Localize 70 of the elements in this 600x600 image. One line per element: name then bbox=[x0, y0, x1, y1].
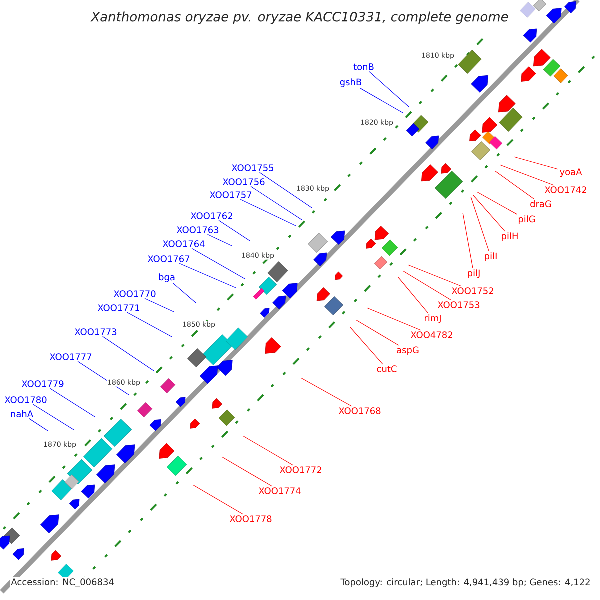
leader-line bbox=[240, 199, 296, 226]
leader-line bbox=[408, 264, 462, 287]
leader-line bbox=[368, 71, 410, 108]
gene-label: XOO1771 bbox=[98, 304, 140, 312]
leader-line bbox=[173, 283, 196, 304]
gene-label: pilI bbox=[485, 252, 497, 262]
gene-label: tonB bbox=[354, 64, 374, 70]
gene-label: pilH bbox=[502, 232, 518, 242]
gene-label: XOO1742 bbox=[544, 186, 586, 194]
leader-line bbox=[192, 484, 244, 515]
gene-label: XOO1777 bbox=[50, 354, 92, 360]
title: Xanthomonas oryzae pv. oryzae KACC10331, complete genome bbox=[90, 10, 510, 26]
gene-label: bga bbox=[159, 274, 175, 282]
leader-line bbox=[360, 88, 404, 114]
gene-label: XOO1764 bbox=[162, 240, 205, 248]
gene-label: pilJ bbox=[468, 270, 480, 278]
leader-line bbox=[222, 456, 272, 487]
gene-label: XOO1755 bbox=[232, 164, 274, 172]
gene-label: XOO4782 bbox=[410, 332, 452, 338]
leader-line bbox=[366, 308, 422, 331]
gene-label: XOO1774 bbox=[258, 488, 301, 494]
leader-line bbox=[462, 212, 474, 269]
gene-label: XOO1772 bbox=[280, 466, 322, 474]
leader-line bbox=[218, 220, 250, 242]
leader-line bbox=[33, 404, 74, 430]
gene-label: XOO1768 bbox=[338, 408, 381, 414]
gene-label: XOO1757 bbox=[210, 192, 252, 198]
gene-label: XOO1770 bbox=[114, 290, 156, 298]
leader-line bbox=[500, 164, 554, 186]
leader-line bbox=[398, 276, 429, 314]
footer-text: Topology: circular; Length: 4,941,439 bp; Genes: 4,122 bbox=[340, 578, 592, 588]
gene-label: XOO1773 bbox=[74, 328, 117, 336]
gene-label: XOO1779 bbox=[22, 380, 64, 388]
leader-line bbox=[242, 436, 294, 466]
leader-line bbox=[127, 312, 172, 338]
leader-line bbox=[50, 388, 96, 418]
gene-label: aspG bbox=[397, 346, 419, 356]
gene-label: XOO1762 bbox=[190, 212, 232, 220]
gene-label: rimJ bbox=[425, 314, 441, 324]
leader-line bbox=[514, 156, 559, 170]
leader-line bbox=[192, 248, 246, 280]
leader-line bbox=[470, 196, 490, 252]
leader-line bbox=[144, 298, 174, 312]
leader-line bbox=[300, 378, 352, 407]
leader-line bbox=[472, 194, 506, 232]
gene-label: yoaA bbox=[560, 168, 582, 178]
leader-line bbox=[207, 234, 232, 246]
leader-line bbox=[260, 172, 312, 208]
gene-label: nahA bbox=[11, 410, 34, 418]
gene-label: XOO1756 bbox=[222, 178, 265, 186]
leader-line bbox=[350, 326, 384, 365]
leader-line bbox=[494, 170, 535, 200]
leader-line bbox=[102, 336, 154, 372]
leader-line bbox=[476, 192, 518, 215]
gene-label: XOO1778 bbox=[230, 516, 272, 522]
leader-line bbox=[402, 270, 452, 301]
gene-label: gshB bbox=[340, 78, 362, 88]
gene-label: XOO1767 bbox=[148, 256, 190, 262]
leader-line bbox=[179, 263, 236, 288]
gene-label: XOO1753 bbox=[438, 302, 480, 308]
gene-label: pilG bbox=[518, 216, 536, 224]
gene-label: XOO1780 bbox=[4, 396, 47, 404]
footer-text: Accession: NC_006834 bbox=[10, 578, 116, 588]
gene-label: draG bbox=[530, 200, 552, 208]
gene-label: XOO1763 bbox=[176, 226, 219, 234]
gene-label: XOO1752 bbox=[452, 288, 494, 294]
leader-line bbox=[250, 186, 302, 220]
leader-line bbox=[356, 320, 400, 346]
leader-line bbox=[28, 418, 48, 432]
gene-label: cutC bbox=[377, 366, 397, 372]
